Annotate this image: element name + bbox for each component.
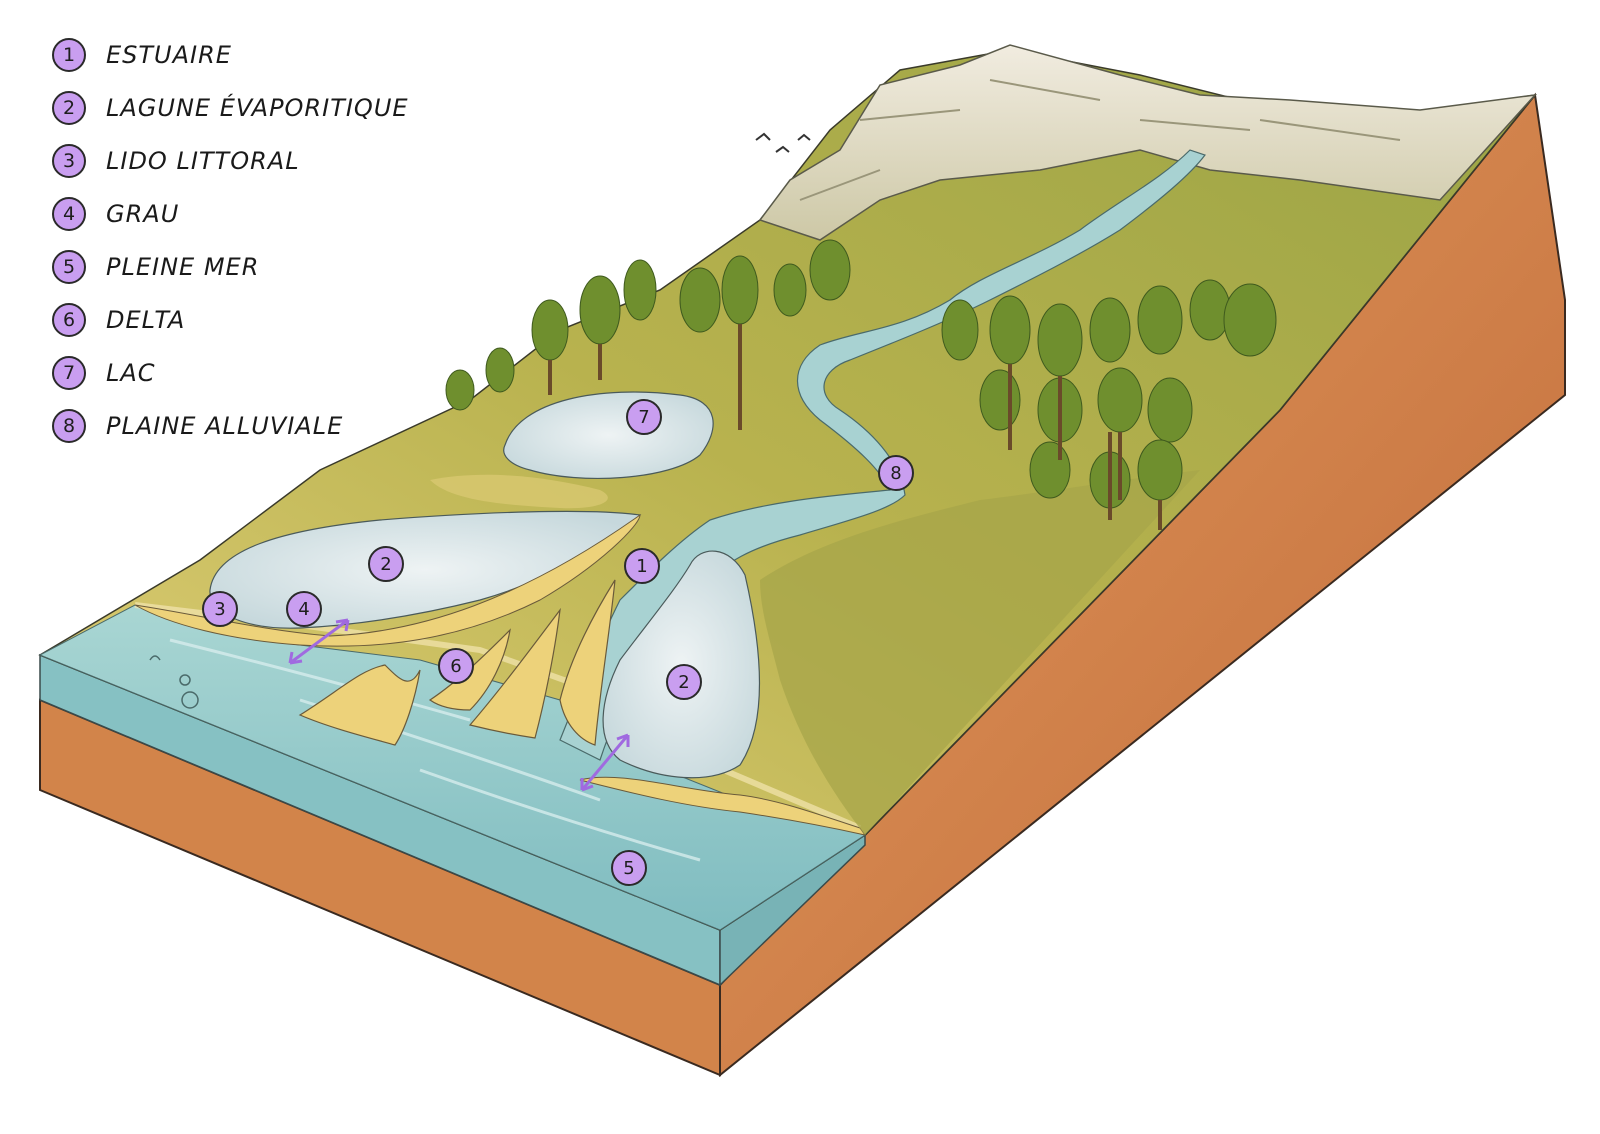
legend-number-badge: 3 [52,143,86,178]
grau-arrow-left [288,618,350,665]
legend-number-badge: 4 [52,196,86,231]
legend-label: LAC [106,358,156,387]
legend-label: LiDO LiTTORAL [106,146,300,175]
legend-number-badge: 5 [52,249,86,284]
marker-estuaire: 1 [624,548,660,584]
legend-label: PLEiNE MER [106,252,260,281]
legend-number-badge: 1 [52,37,86,72]
legend-item-lac: 7 LAC [52,346,409,399]
legend-label: LAGUNE ÉVAPORiTiQUE [106,93,409,122]
marker-lido: 3 [202,591,238,627]
marker-lagune-left: 2 [368,546,404,582]
marker-lagune-right: 2 [666,664,702,700]
marker-lac: 7 [626,399,662,435]
legend-item-lido: 3 LiDO LiTTORAL [52,134,409,187]
marker-plaine: 8 [878,455,914,491]
legend-label: PLAiNE ALLUViALE [106,411,344,440]
legend-item-plaine: 8 PLAiNE ALLUViALE [52,399,409,452]
forest [445,239,1277,509]
legend-item-lagune: 2 LAGUNE ÉVAPORiTiQUE [52,81,409,134]
legend-label: ESTUAiRE [106,40,232,69]
marker-pleine-mer: 5 [611,850,647,886]
marker-grau: 4 [286,591,322,627]
legend-number-badge: 6 [52,302,86,337]
delta-bar-1 [298,664,421,746]
legend-item-estuaire: 1 ESTUAiRE [52,28,409,81]
marker-delta: 6 [438,648,474,684]
legend-number-badge: 8 [52,408,86,443]
alluvial-plain [760,470,1200,835]
legend-item-grau: 4 GRAU [52,187,409,240]
birds [755,132,811,153]
legend-number-badge: 2 [52,90,86,125]
legend: 1 ESTUAiRE 2 LAGUNE ÉVAPORiTiQUE 3 LiDO … [52,28,409,452]
legend-item-delta: 6 DELTA [52,293,409,346]
delta-bar-3 [468,607,561,739]
legend-label: GRAU [106,199,180,228]
grau-arrow-right [580,733,630,792]
legend-item-pleine-mer: 5 PLEiNE MER [52,240,409,293]
legend-number-badge: 7 [52,355,86,390]
cliffs [758,44,1537,241]
sea-fossils [149,655,199,709]
river [559,149,1206,761]
delta-bar-4 [559,579,616,746]
legend-label: DELTA [106,305,186,334]
